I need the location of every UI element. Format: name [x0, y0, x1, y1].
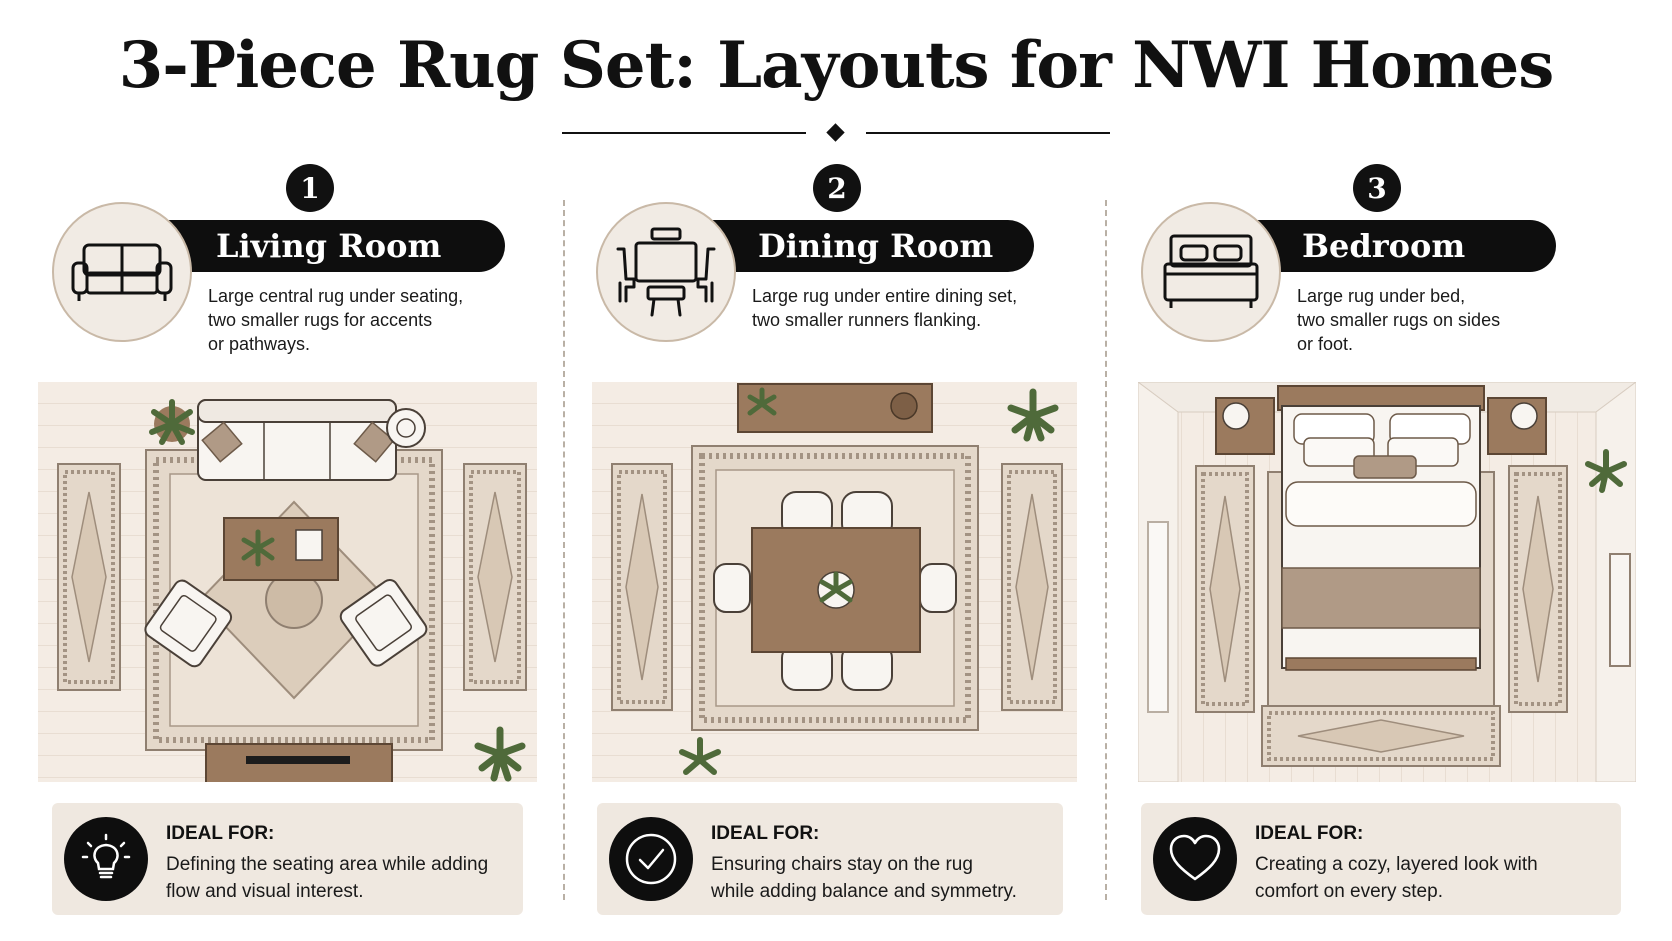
dining-table-icon	[616, 227, 716, 317]
tv-console	[205, 743, 393, 782]
page-title: 3-Piece Rug Set: Layouts for NWI Homes	[118, 28, 1555, 103]
ideal-for-line: Ensuring chairs stay on the rug	[711, 854, 973, 875]
room-badge	[596, 202, 736, 342]
section-living-room: 1 Living Room Large central rug under se…	[0, 0, 560, 941]
section-description: Large rug under entire dining set, two s…	[752, 284, 1052, 332]
bed	[1277, 385, 1485, 671]
room-badge	[52, 202, 192, 342]
left-runner	[611, 463, 673, 711]
armchair-right	[339, 579, 428, 667]
section-dining-room: 2 Dining Room Large rug under entire din…	[592, 164, 1077, 915]
ideal-for-panel: IDEAL FOR: Defining the seating area whi…	[52, 803, 523, 915]
foot-runner	[1261, 705, 1501, 767]
section-description: Large rug under bed, two smaller rugs on…	[1297, 284, 1597, 356]
description-line: or pathways.	[208, 334, 311, 354]
ideal-for-line: flow and visual interest.	[166, 881, 364, 902]
title-rule-left	[562, 132, 806, 134]
heart-icon	[1153, 817, 1237, 901]
ideal-for-line: while adding balance and symmetry.	[711, 881, 1017, 902]
ideal-for-label: IDEAL FOR:	[1255, 823, 1364, 844]
armchair-left	[144, 579, 233, 668]
left-runner	[1195, 465, 1255, 713]
ideal-for-panel: IDEAL FOR: Creating a cozy, layered look…	[1141, 803, 1621, 915]
step-number: 1	[286, 164, 334, 212]
ideal-for-label: IDEAL FOR:	[166, 823, 275, 844]
description-line: two smaller rugs for accents	[208, 310, 433, 330]
column-divider	[1105, 200, 1107, 900]
window	[1147, 521, 1169, 713]
potted-plant	[679, 737, 721, 775]
sofa	[197, 399, 397, 481]
title-rule-right	[866, 132, 1110, 134]
side-table	[386, 408, 426, 448]
ideal-for-line: comfort on every step.	[1255, 881, 1443, 902]
right-runner	[1508, 465, 1568, 713]
room-badge	[1141, 202, 1281, 342]
step-number: 3	[1353, 164, 1401, 212]
lightbulb-icon	[64, 817, 148, 901]
column-divider	[563, 200, 565, 900]
section-description: Large central rug under seating, two sma…	[208, 284, 508, 356]
ideal-for-text: Creating a cozy, layered look with comfo…	[1255, 851, 1595, 905]
potted-plant	[474, 726, 526, 782]
section-title: Living Room	[168, 220, 505, 272]
description-line: two smaller rugs on sides	[1297, 310, 1501, 330]
checkmark-circle-icon	[609, 817, 693, 901]
ideal-for-line: Defining the seating area while adding	[166, 854, 489, 875]
dining-table	[751, 527, 921, 653]
potted-plant	[149, 399, 195, 445]
description-line: Large rug under bed,	[1297, 286, 1466, 306]
nightstand-left	[1215, 397, 1275, 455]
section-title: Dining Room	[710, 220, 1034, 272]
dining-room-floor-plan	[592, 382, 1077, 782]
ideal-for-line: Creating a cozy, layered look with	[1255, 854, 1538, 875]
nightstand-right	[1487, 397, 1547, 455]
right-runner	[463, 463, 527, 691]
living-room-floor-plan	[38, 382, 537, 782]
sofa-icon	[71, 243, 173, 301]
left-runner	[57, 463, 121, 691]
description-line: or foot.	[1297, 334, 1354, 354]
bed-icon	[1163, 234, 1259, 308]
coffee-table	[223, 517, 339, 581]
ideal-for-label: IDEAL FOR:	[711, 823, 820, 844]
right-runner	[1001, 463, 1063, 711]
section-title: Bedroom	[1254, 220, 1556, 272]
ideal-for-panel: IDEAL FOR: Ensuring chairs stay on the r…	[597, 803, 1063, 915]
potted-plant	[1007, 388, 1059, 442]
sideboard	[737, 383, 933, 433]
wall-art	[1609, 553, 1631, 667]
step-number: 2	[813, 164, 861, 212]
potted-plant	[1585, 449, 1627, 493]
description-line: Large rug under entire dining set,	[752, 286, 1018, 306]
description-line: Large central rug under seating,	[208, 286, 464, 306]
bedroom-floor-plan	[1138, 382, 1636, 782]
ideal-for-text: Ensuring chairs stay on the rug while ad…	[711, 851, 1051, 905]
description-line: two smaller runners flanking.	[752, 310, 982, 330]
ideal-for-text: Defining the seating area while adding f…	[166, 851, 506, 905]
